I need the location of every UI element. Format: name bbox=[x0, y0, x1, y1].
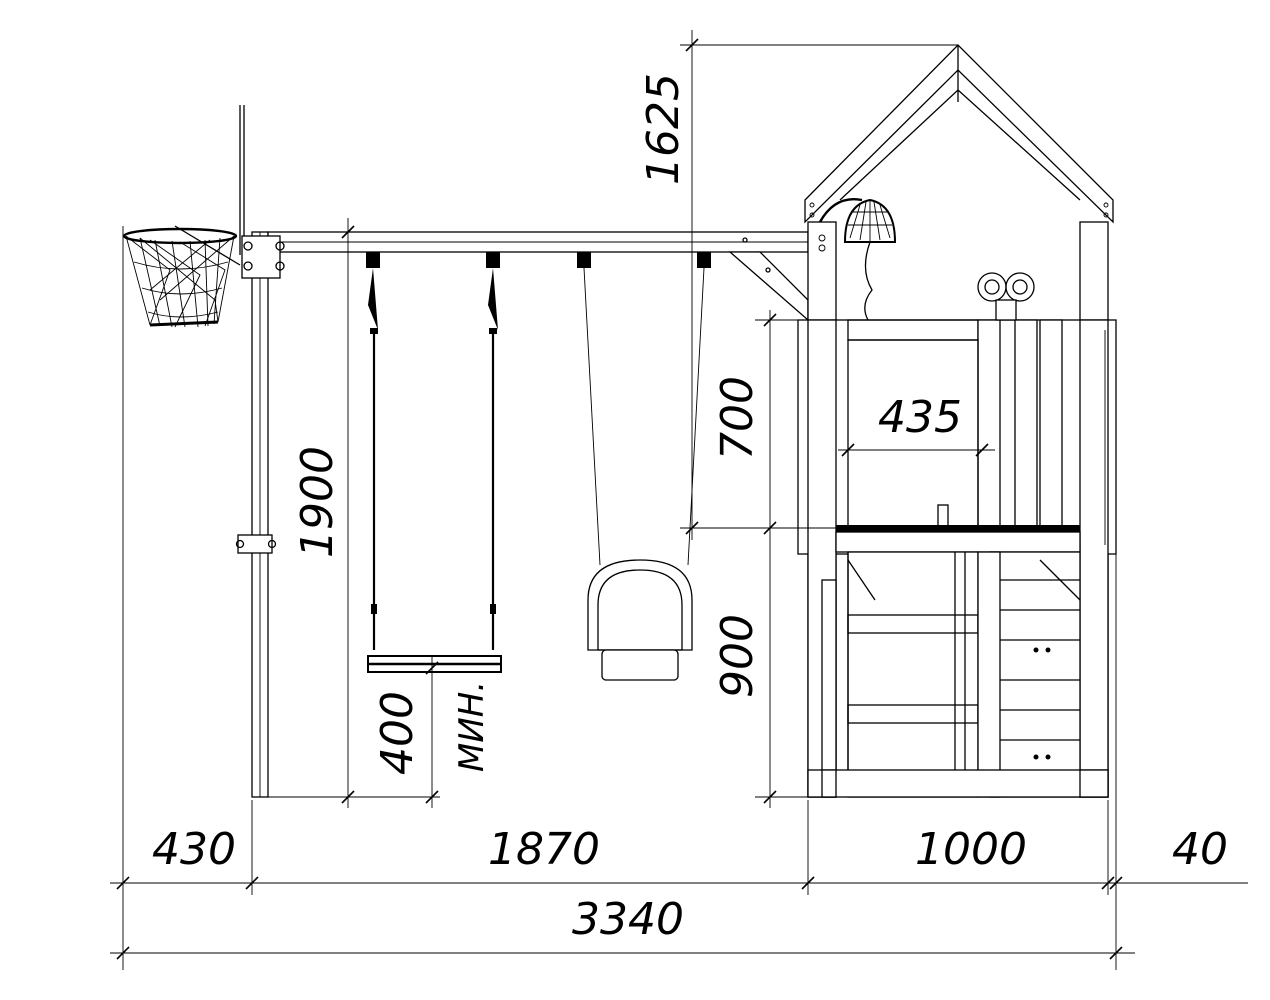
dim-roof-height: 1625 bbox=[638, 73, 689, 185]
dim-left-overhang: 430 bbox=[152, 824, 236, 875]
dimension-lines bbox=[110, 30, 1248, 970]
dim-beam-height: 1900 bbox=[292, 446, 343, 558]
basketball-hoop bbox=[122, 105, 245, 328]
dim-total-width: 3340 bbox=[572, 894, 684, 945]
hoop-net bbox=[125, 235, 235, 328]
dimension-labels: 1625 700 435 1900 900 400 МИН. 430 1870 … bbox=[152, 73, 1228, 945]
flat-swing bbox=[366, 252, 502, 673]
dim-seat-height: 400 bbox=[372, 691, 423, 775]
dim-upper-height: 700 bbox=[712, 376, 763, 460]
dim-lower-height: 900 bbox=[712, 614, 763, 698]
dim-swing-span: 1870 bbox=[488, 824, 600, 875]
dim-inner-width: 435 bbox=[878, 392, 962, 443]
tower bbox=[797, 44, 1117, 798]
dim-min-label: МИН. bbox=[452, 681, 492, 772]
baby-swing bbox=[577, 252, 711, 681]
dim-right-offset: 40 bbox=[1172, 824, 1228, 875]
dim-tower-width: 1000 bbox=[915, 824, 1027, 875]
swing-frame bbox=[235, 231, 809, 798]
